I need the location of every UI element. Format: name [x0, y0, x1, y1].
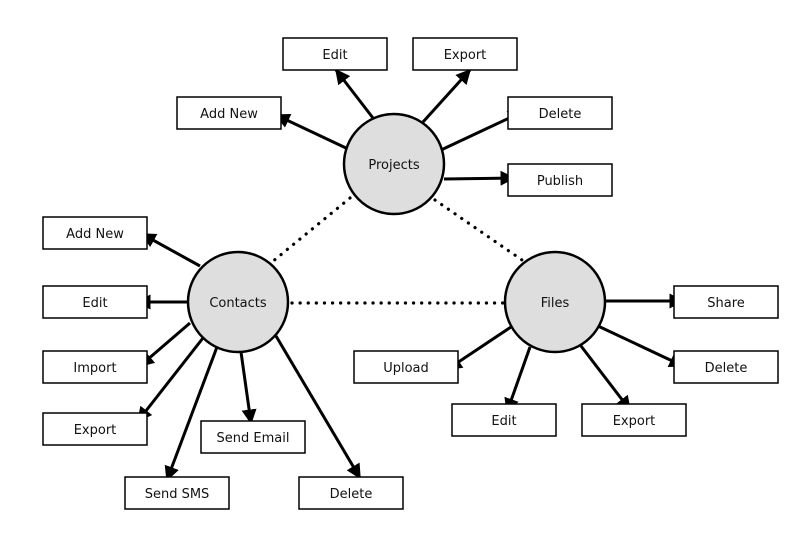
- files-action-delete: Delete: [673, 350, 779, 384]
- contacts-add-new-label: Add New: [66, 227, 124, 242]
- projects-export-label: Export: [444, 48, 487, 63]
- files-edit-label: Edit: [491, 414, 516, 429]
- contacts-send-email-label: Send Email: [217, 431, 290, 446]
- projects-publish-label: Publish: [537, 174, 583, 189]
- hub-projects-label: Projects: [368, 158, 419, 173]
- projects-action-edit: Edit: [282, 37, 388, 71]
- contacts-delete-label: Delete: [330, 487, 373, 502]
- files-delete-label: Delete: [705, 361, 748, 376]
- arrow-contacts-export: [136, 337, 205, 423]
- files-action-upload: Upload: [353, 350, 459, 384]
- projects-delete-label: Delete: [539, 107, 582, 122]
- files-share-label: Share: [707, 296, 745, 311]
- arrow-contacts-add-new: [140, 232, 201, 268]
- hub-contacts: Contacts: [186, 250, 290, 354]
- hub-projects: Projects: [342, 112, 446, 216]
- contacts-import-label: Import: [73, 361, 116, 376]
- contacts-send-sms-label: Send SMS: [145, 487, 210, 502]
- contacts-action-add-new: Add New: [42, 216, 148, 250]
- contacts-action-send-email: Send Email: [200, 420, 306, 454]
- arrow-files-delete: [597, 324, 685, 368]
- arrow-projects-export: [421, 68, 472, 124]
- contacts-export-label: Export: [74, 423, 117, 438]
- contacts-action-send-sms: Send SMS: [124, 476, 230, 510]
- arrow-projects-publish: [443, 170, 516, 186]
- files-action-export: Export: [581, 403, 687, 437]
- files-export-label: Export: [613, 414, 656, 429]
- arrow-projects-add-new: [274, 113, 347, 150]
- arrow-contacts-import: [138, 321, 191, 368]
- arrow-files-export: [579, 345, 632, 412]
- projects-action-add-new: Add New: [176, 96, 282, 130]
- projects-add-new-label: Add New: [200, 107, 258, 122]
- files-action-share: Share: [673, 285, 779, 319]
- projects-action-export: Export: [412, 37, 518, 71]
- projects-action-delete: Delete: [507, 96, 613, 130]
- contacts-action-edit: Edit: [42, 285, 148, 319]
- files-upload-label: Upload: [383, 361, 429, 376]
- projects-action-publish: Publish: [507, 163, 613, 197]
- arrow-contacts-send-sms: [164, 346, 219, 482]
- arrow-files-edit: [504, 346, 532, 414]
- contacts-action-export: Export: [42, 412, 148, 446]
- projects-edit-label: Edit: [322, 48, 347, 63]
- connector-projects-files: [433, 198, 524, 262]
- files-action-edit: Edit: [451, 403, 557, 437]
- contacts-edit-label: Edit: [82, 296, 107, 311]
- connector-projects-contacts: [270, 196, 352, 264]
- arrow-contacts-delete: [274, 335, 362, 480]
- hub-contacts-label: Contacts: [209, 296, 267, 311]
- arrow-contacts-send-email: [239, 351, 257, 425]
- contacts-action-import: Import: [42, 350, 148, 384]
- hub-files: Files: [503, 250, 607, 354]
- arrow-projects-edit: [334, 68, 375, 119]
- contacts-action-delete: Delete: [298, 476, 404, 510]
- hub-files-label: Files: [541, 296, 570, 311]
